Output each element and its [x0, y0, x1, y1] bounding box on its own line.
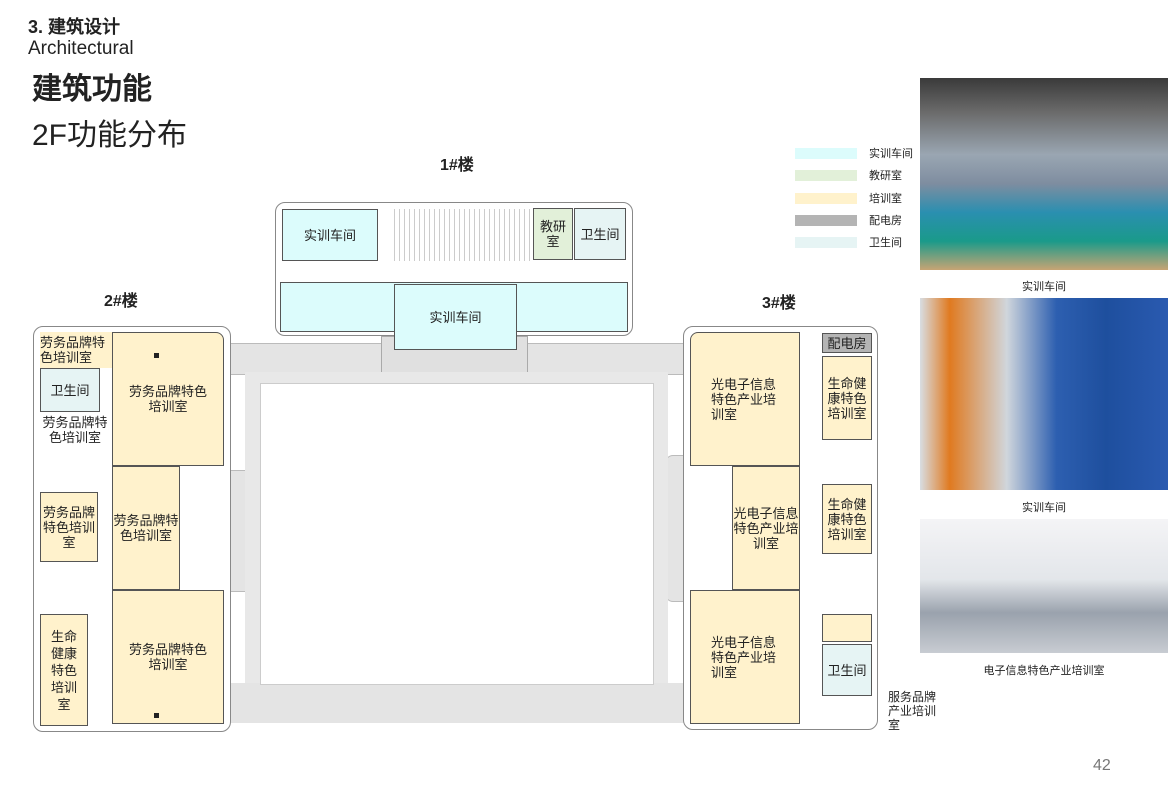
room-label: 配电房: [827, 335, 867, 351]
room-label: 劳务品牌特色培训室: [128, 642, 207, 672]
stairs: [390, 209, 530, 261]
room-training: [822, 614, 872, 642]
legend-label: 配电房: [869, 215, 902, 227]
room-training: 劳务品牌特色培训室: [40, 412, 110, 448]
room-label: 卫生间: [827, 662, 867, 678]
room-label: 实训车间: [429, 309, 482, 325]
building-2-label: 2#楼: [104, 293, 138, 310]
legend-label: 培训室: [869, 193, 902, 205]
page-subtitle: 2F功能分布: [32, 119, 188, 152]
room-label: 实训车间: [303, 227, 356, 243]
room-training: 生命健康特色培训室: [822, 484, 872, 554]
room-training: 劳务品牌特色培训室: [40, 492, 98, 562]
room-label: 生命健康特色培训室: [827, 496, 867, 542]
section-english: Architectural: [28, 38, 134, 59]
room-restroom: 卫生间: [40, 368, 100, 412]
room-restroom: 卫生间: [574, 208, 626, 260]
courtyard: [260, 383, 654, 685]
legend-item: 卫生间: [795, 234, 902, 250]
corridor-south: [225, 683, 690, 723]
building-1-label: 1#楼: [440, 157, 474, 174]
room-label: 光电子信息特色产业培训室: [711, 376, 777, 422]
room-training: 劳务品牌特色培训室: [112, 332, 224, 466]
legend-item: 教研室: [795, 167, 902, 183]
room-workshop-main: 实训车间: [394, 284, 517, 350]
room-label: 光电子信息特色产业培训室: [733, 505, 799, 551]
photo-caption: 实训车间: [1022, 502, 1066, 514]
room-training: 光电子信息特色产业培训室: [690, 590, 800, 724]
room-label: 劳务品牌特色培训室: [40, 335, 106, 365]
page-number: 42: [1093, 757, 1111, 774]
room-training: 劳务品牌特色培训室: [112, 466, 180, 590]
photo-caption: 电子信息特色产业培训室: [983, 665, 1105, 677]
photo-electronics-room: [920, 519, 1168, 653]
room-workshop: 实训车间: [282, 209, 378, 261]
room-training: 劳务品牌特色培训室: [40, 332, 112, 368]
room-service-label: 服务品牌产业培训室: [888, 690, 937, 732]
room-label: 卫生间: [580, 226, 620, 242]
legend-item: 实训车间: [795, 145, 913, 161]
room-restroom: 卫生间: [822, 644, 872, 696]
room-training: 光电子信息特色产业培训室: [732, 466, 800, 590]
room-training: 生命健康特色培训室: [822, 356, 872, 440]
legend-label: 实训车间: [869, 148, 913, 160]
room-label: 生命健康特色培训室: [50, 628, 77, 712]
room-training: 生命健康特色培训室: [40, 614, 88, 726]
room-label: 劳务品牌特色培训室: [42, 504, 95, 550]
room-label: 劳务品牌特色培训室: [42, 415, 108, 445]
room-label: 劳务品牌特色培训室: [113, 513, 179, 543]
page-title: 建筑功能: [32, 73, 152, 106]
legend-label: 卫生间: [869, 237, 902, 249]
legend-item: 配电房: [795, 212, 902, 228]
legend-item: 培训室: [795, 190, 902, 206]
room-training: 劳务品牌特色培训室: [112, 590, 224, 724]
photo-workshop-1: [920, 78, 1168, 270]
room-label: 卫生间: [50, 382, 90, 398]
room-power: 配电房: [822, 333, 872, 353]
room-label: 劳务品牌特色培训室: [128, 384, 207, 414]
photo-workshop-2: [920, 298, 1168, 490]
room-label: 光电子信息特色产业培训室: [711, 634, 777, 680]
legend-label: 教研室: [869, 170, 902, 182]
section-number: 3. 建筑设计: [28, 17, 121, 37]
room-label: 教研室: [539, 219, 566, 249]
photo-caption: 实训车间: [1022, 281, 1066, 293]
room-label: 生命健康特色培训室: [827, 375, 867, 421]
building-3-label: 3#楼: [762, 295, 796, 312]
room-training: 光电子信息特色产业培训室: [690, 332, 800, 466]
room-research: 教研室: [533, 208, 573, 260]
